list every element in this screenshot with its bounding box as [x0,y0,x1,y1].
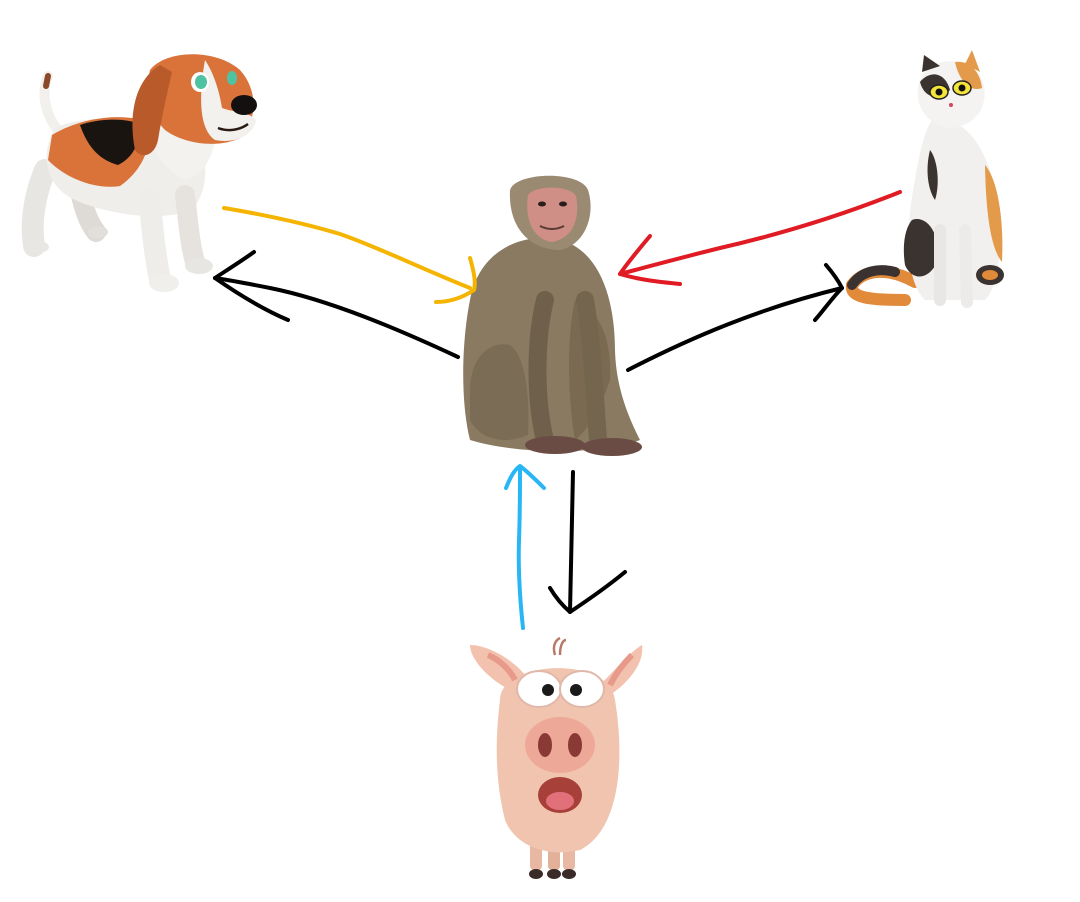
dog-icon [21,54,257,292]
arrow-monkey-to-dog [213,250,460,359]
arrow-pig-to-monkey [504,464,546,630]
pig-icon [470,636,643,879]
cat-icon [845,50,1004,308]
arrow-cat-to-monkey [618,190,902,286]
arrow-monkey-to-cat [626,263,844,372]
monkey-icon [463,175,642,456]
arrow-dog-to-monkey [222,206,477,304]
arrow-monkey-to-pig [548,470,627,614]
